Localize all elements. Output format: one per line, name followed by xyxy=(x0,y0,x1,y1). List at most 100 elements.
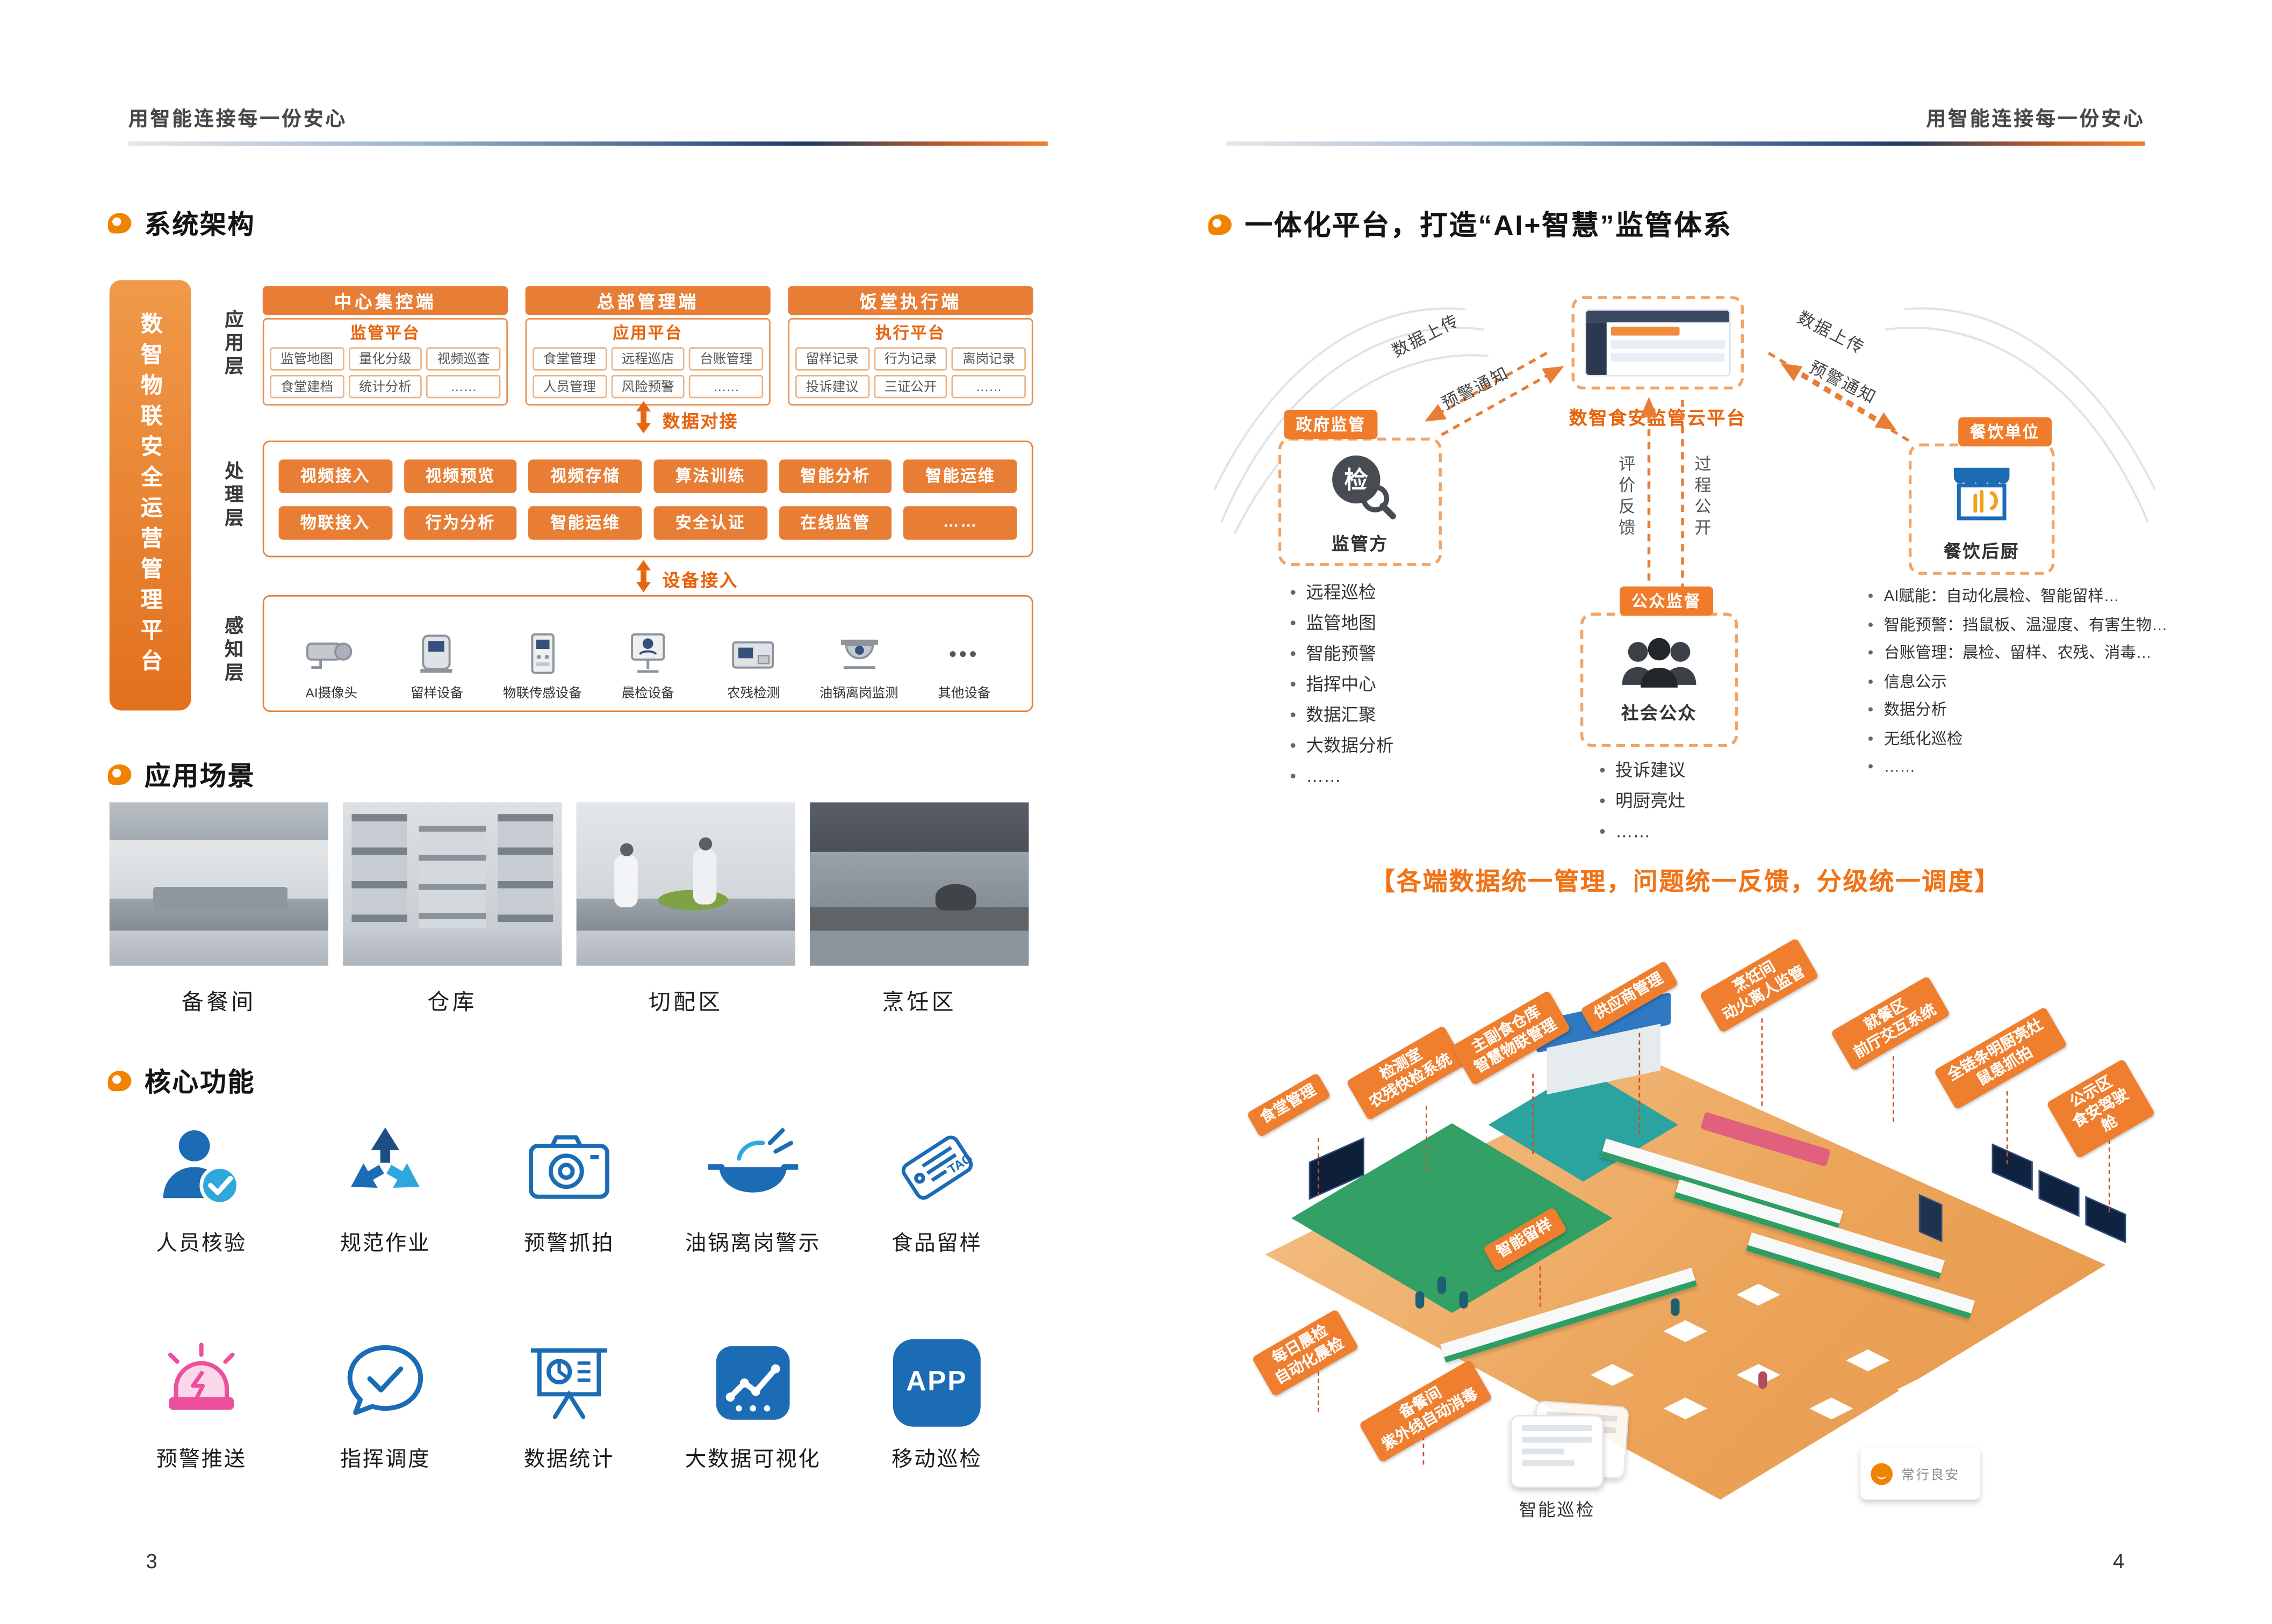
arch-platform-label: 应用平台 xyxy=(613,325,683,343)
arch-item: …… xyxy=(952,374,1026,399)
section-architecture-heading: 系统架构 xyxy=(107,204,255,242)
scene-label: 仓库 xyxy=(427,990,477,1015)
gov-supervision-tag: 政府监管 xyxy=(1284,410,1378,439)
inspection-caption: 智能巡检 xyxy=(1519,1499,1595,1520)
processing-capability: 视频存储 xyxy=(528,459,642,493)
section-title: 核心功能 xyxy=(144,1067,256,1098)
function-standard-operation: 规范作业 xyxy=(293,1121,477,1258)
section-title: 应用场景 xyxy=(144,761,256,791)
arch-item: …… xyxy=(689,374,764,399)
processing-capability: 智能分析 xyxy=(779,459,893,493)
function-label: 人员核验 xyxy=(156,1232,247,1257)
function-command-dispatch: 指挥调度 xyxy=(293,1336,477,1473)
tag-icon: TAG xyxy=(901,1135,975,1200)
scene-photo-prep-room xyxy=(109,802,328,966)
bubble-bullet-icon xyxy=(107,213,132,234)
scene-photo-cutting-area xyxy=(576,802,795,966)
photo-detail xyxy=(810,930,1029,966)
scene-label: 切配区 xyxy=(648,990,723,1015)
processing-capability: 在线监管 xyxy=(779,505,893,539)
list-item: 数据分析 xyxy=(1868,697,2168,726)
section-title: 一体化平台，打造“AI+智慧”监管体系 xyxy=(1245,211,1732,242)
morning-check-kiosk-icon xyxy=(631,633,665,673)
device-label: 留样设备 xyxy=(411,685,463,701)
iso-label-morning-check: 每日晨检 自动化晨检 xyxy=(1252,1309,1358,1397)
arch-item: 人员管理 xyxy=(533,374,607,399)
decorative-curves xyxy=(1885,307,2155,523)
photo-detail xyxy=(620,843,634,856)
photo-detail xyxy=(109,930,328,966)
list-item: …… xyxy=(1599,817,1685,848)
list-item: 投诉建议 xyxy=(1599,756,1685,786)
scene-photo-cooking-area xyxy=(810,802,1029,966)
thumbnail-header xyxy=(1586,311,1729,323)
list-item: 智能预警 xyxy=(1290,639,1394,669)
bubble-bullet-icon xyxy=(107,1071,132,1092)
arch-platform-label: 执行平台 xyxy=(875,325,946,343)
decorative-curves xyxy=(1214,307,1489,535)
function-label: 规范作业 xyxy=(340,1232,431,1257)
iso-label-cooking-monitoring: 烹饪间 动火离人监管 xyxy=(1699,937,1820,1034)
catering-unit-box: 餐饮后厨 xyxy=(1908,443,2055,575)
iso-label-open-kitchen-capture: 全链条明厨亮灶 鼠患抓拍 xyxy=(1933,1007,2067,1110)
platform-name: 数智物联安全运营管理平台 xyxy=(138,311,163,680)
catering-capability-list: AI赋能：自动化晨检、智能留样… 智能预警：挡鼠板、温湿度、有害生物… 台账管理… xyxy=(1868,583,2168,783)
iso-label-testing-room: 检测室 农残快检系统 xyxy=(1346,1025,1466,1121)
arch-item: 台账管理 xyxy=(689,347,764,371)
processing-capability: 行为分析 xyxy=(404,505,517,539)
bubble-bullet-icon xyxy=(107,764,132,785)
list-item: 监管地图 xyxy=(1290,608,1394,639)
iso-wall-screen xyxy=(2038,1170,2080,1217)
photo-detail xyxy=(810,907,1029,934)
line-chart-icon xyxy=(716,1346,790,1420)
list-item: 明厨亮灶 xyxy=(1599,786,1685,817)
smart-canteen-illustration: 食堂管理 检测室 农残快检系统 主副食仓库 智慧物联管理 供应商管理 烹饪间 动… xyxy=(1233,934,2155,1532)
function-label: 大数据可视化 xyxy=(685,1448,821,1472)
scene-label: 备餐间 xyxy=(182,990,256,1015)
arrow-label-feedback: 评价反馈 xyxy=(1616,455,1635,540)
header-gradient-rule-right xyxy=(1226,141,2145,146)
leader-line xyxy=(1761,1018,1763,1106)
photo-detail xyxy=(810,851,1029,908)
leader-line xyxy=(1638,1033,1641,1135)
list-item: …… xyxy=(1290,761,1394,792)
device-slot: 农残检测 xyxy=(701,632,806,702)
processing-capability: 视频预览 xyxy=(404,459,517,493)
photo-detail xyxy=(693,849,717,905)
function-label: 食品留样 xyxy=(891,1232,982,1257)
ellipsis-icon: ••• xyxy=(949,641,980,666)
double-arrow-icon xyxy=(636,560,651,595)
device-slot: AI摄像头 xyxy=(279,632,384,702)
layer-label-perception: 感知层 xyxy=(221,615,244,686)
list-item: 台账管理：晨检、留样、农残、消毒… xyxy=(1868,640,2168,669)
iso-label-public-display: 公示区 食安驾驶舱 xyxy=(2046,1058,2155,1158)
device-label: 农残检测 xyxy=(727,685,780,701)
public-capability-list: 投诉建议 明厨亮灶 …… xyxy=(1599,756,1685,848)
list-item: 无纸化巡检 xyxy=(1868,726,2168,754)
arch-column-header: 饭堂执行端 xyxy=(788,286,1033,315)
iso-label-dining-interaction: 就餐区 前厅交互系统 xyxy=(1830,976,1951,1071)
device-label: 油锅离岗监测 xyxy=(819,685,898,701)
function-alert-push: 预警推送 xyxy=(110,1336,293,1473)
unified-management-banner: 【各端数据统一管理，问题统一反馈，分级统一调度】 xyxy=(1370,868,2001,896)
public-supervision-tag: 公众监督 xyxy=(1620,586,1713,616)
cloud-platform-box xyxy=(1571,296,1744,390)
device-slot: 物联传感设备 xyxy=(490,632,595,702)
processing-layer-box: 视频接入 视频预览 视频存储 算法训练 智能分析 智能运维 物联接入 行为分析 … xyxy=(262,441,1033,558)
processing-capability: 算法训练 xyxy=(653,459,767,493)
layer-label-processing: 处理层 xyxy=(221,461,244,531)
person-check-icon xyxy=(163,1130,240,1206)
section-scenes-heading: 应用场景 xyxy=(107,756,256,794)
leader-line xyxy=(2108,1132,2110,1212)
function-label: 预警抓拍 xyxy=(523,1232,615,1257)
list-item: 指挥中心 xyxy=(1290,669,1394,700)
device-label: 物联传感设备 xyxy=(502,685,582,701)
arch-item: 量化分级 xyxy=(348,347,422,371)
iso-wall-screen xyxy=(1991,1143,2033,1191)
arch-column-center-control: 中心集控端 监管平台 监管地图 量化分级 视频巡查 食堂建档 统计分析 …… xyxy=(262,286,508,406)
thumbnail-nav xyxy=(1586,322,1607,375)
double-arrow-icon xyxy=(636,401,651,436)
leader-line xyxy=(2006,1091,2008,1164)
function-label: 预警推送 xyxy=(156,1448,247,1472)
